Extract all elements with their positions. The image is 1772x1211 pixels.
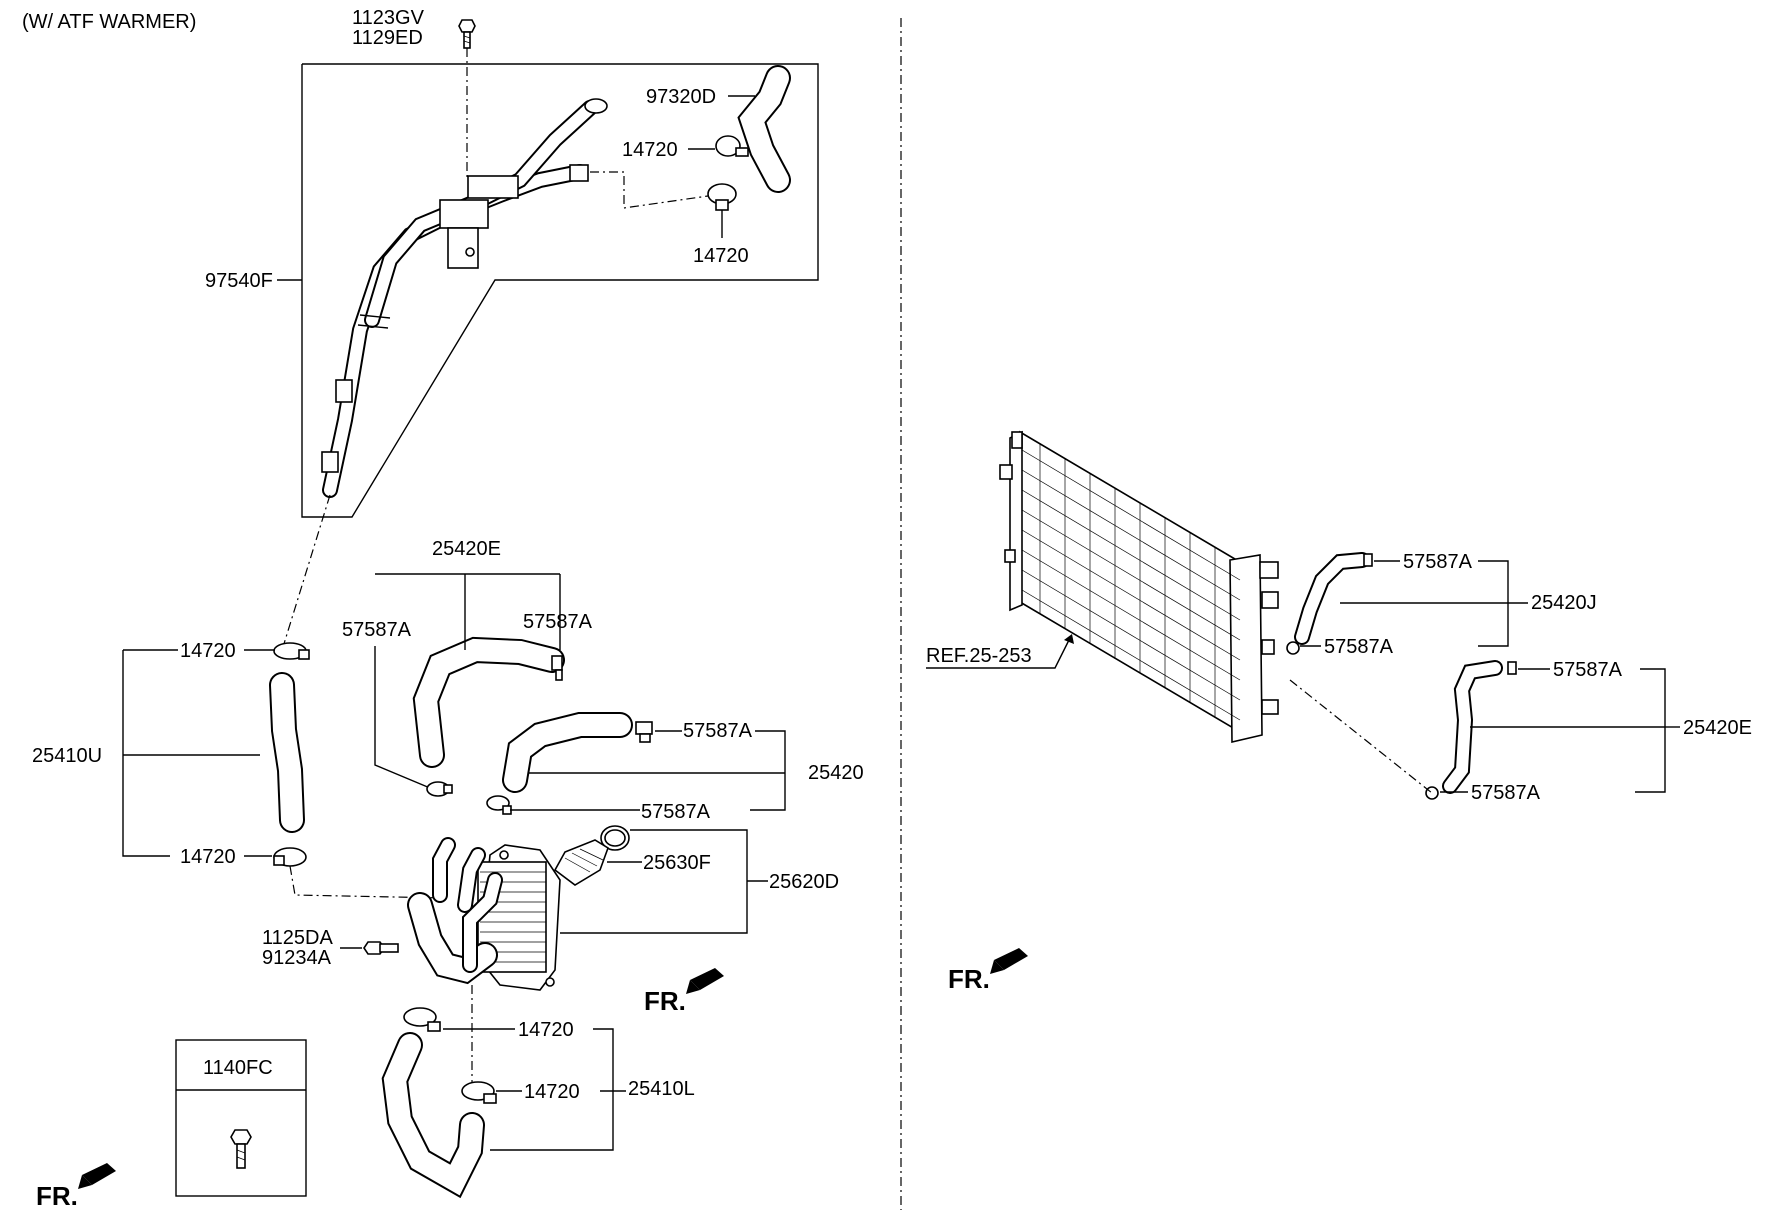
label-91234A: 91234A xyxy=(262,947,332,969)
leader-25420E-right xyxy=(1635,668,1666,793)
clamp-icon-14720-left-1 xyxy=(273,642,310,660)
hose-25420 xyxy=(502,712,633,793)
hose-25420J xyxy=(1294,552,1370,645)
clamp-icon-upper-2 xyxy=(707,183,737,211)
clamp-icon-57587A-3 xyxy=(635,721,653,743)
label-25620D: 25620D xyxy=(769,871,839,893)
hose-97320D xyxy=(737,65,791,193)
fr-mid-label: FR. xyxy=(644,986,686,1016)
label-57587A-2: 57587A xyxy=(523,611,593,633)
oil-cooler-25620D xyxy=(407,837,561,991)
radiator-icon xyxy=(999,430,1279,744)
label-25410U: 25410U xyxy=(32,745,102,767)
clamp-icon-14720-low-2 xyxy=(461,1081,497,1104)
label-rad-57587A-3: 57587A xyxy=(1553,659,1623,681)
fr-right-label: FR. xyxy=(948,964,990,994)
label-1129ED: 1129ED xyxy=(352,27,423,49)
leader-dashed-pipe-down xyxy=(282,494,331,648)
label-57587A-3: 57587A xyxy=(683,720,753,742)
leader-dashed-upper xyxy=(590,171,709,209)
leader-dashed-right xyxy=(1289,679,1433,794)
label-1123GV: 1123GV xyxy=(352,7,425,29)
label-25420E-right: 25420E xyxy=(1683,717,1752,739)
upper-assembly-box xyxy=(301,63,819,518)
clamp-icon-rad-2 xyxy=(1286,641,1300,655)
bolt-top-icon xyxy=(458,19,476,49)
hose-25410U xyxy=(269,672,305,833)
clamp-icon-rad-1 xyxy=(1363,553,1373,567)
label-57587A-1: 57587A xyxy=(342,619,412,641)
leader-25410U xyxy=(122,650,170,857)
label-14720-low-2: 14720 xyxy=(524,1081,580,1103)
hose-25420E-right xyxy=(1442,660,1503,794)
leader-25420 xyxy=(750,730,786,811)
label-25420E-top: 25420E xyxy=(432,538,501,560)
leader-ref xyxy=(926,637,1071,669)
fr-left-label: FR. xyxy=(36,1181,78,1211)
label-14720-upper-2: 14720 xyxy=(693,245,749,267)
label-1140FC: 1140FC xyxy=(203,1057,273,1079)
leader-25410L xyxy=(490,1028,614,1151)
header-note: (W/ ATF WARMER) xyxy=(22,11,196,33)
clamp-icon-rad-3 xyxy=(1507,661,1517,675)
label-25420J: 25420J xyxy=(1531,592,1597,614)
hose-25420E-upper xyxy=(412,636,565,768)
label-14720-low-1: 14720 xyxy=(518,1019,574,1041)
label-rad-57587A-1: 57587A xyxy=(1403,551,1473,573)
label-25420: 25420 xyxy=(808,762,864,784)
pipe-assembly-97540F xyxy=(321,98,608,498)
clamp-icon-57587A-2 xyxy=(551,655,563,681)
bolt-1125DA-icon xyxy=(363,941,399,955)
fr-left-arrow-icon xyxy=(82,1163,116,1185)
clamp-icon-14720-low-1 xyxy=(403,1007,441,1032)
label-57587A-4: 57587A xyxy=(641,801,711,823)
clamp-icon-57587A-1 xyxy=(426,781,453,797)
label-97320D: 97320D xyxy=(646,86,716,108)
label-rad-57587A-4: 57587A xyxy=(1471,782,1541,804)
label-ref-25-253: REF.25-253 xyxy=(926,645,1032,667)
part-box-1140FC xyxy=(175,1039,307,1197)
clamp-icon-14720-left-2 xyxy=(273,847,307,867)
label-14720-upper-1: 14720 xyxy=(622,139,678,161)
label-14720-left-2: 14720 xyxy=(180,846,236,868)
label-1125DA: 1125DA xyxy=(262,927,333,949)
clamp-icon-57587A-4 xyxy=(486,795,512,815)
label-14720-left-1: 14720 xyxy=(180,640,236,662)
label-25410L: 25410L xyxy=(628,1078,695,1100)
clamp-icon-upper-1 xyxy=(715,135,749,157)
leader-57587A-1 xyxy=(374,646,431,789)
hose-25410L xyxy=(381,1032,485,1199)
snap-ring-icon xyxy=(600,825,630,851)
clamp-icon-rad-4 xyxy=(1425,786,1439,800)
label-97540F: 97540F xyxy=(205,270,273,292)
fr-mid-arrow-icon xyxy=(690,968,724,990)
label-rad-57587A-2: 57587A xyxy=(1324,636,1394,658)
label-25630F: 25630F xyxy=(643,852,711,874)
fitting-25630F xyxy=(553,839,609,886)
fr-right-arrow-icon xyxy=(994,948,1028,970)
